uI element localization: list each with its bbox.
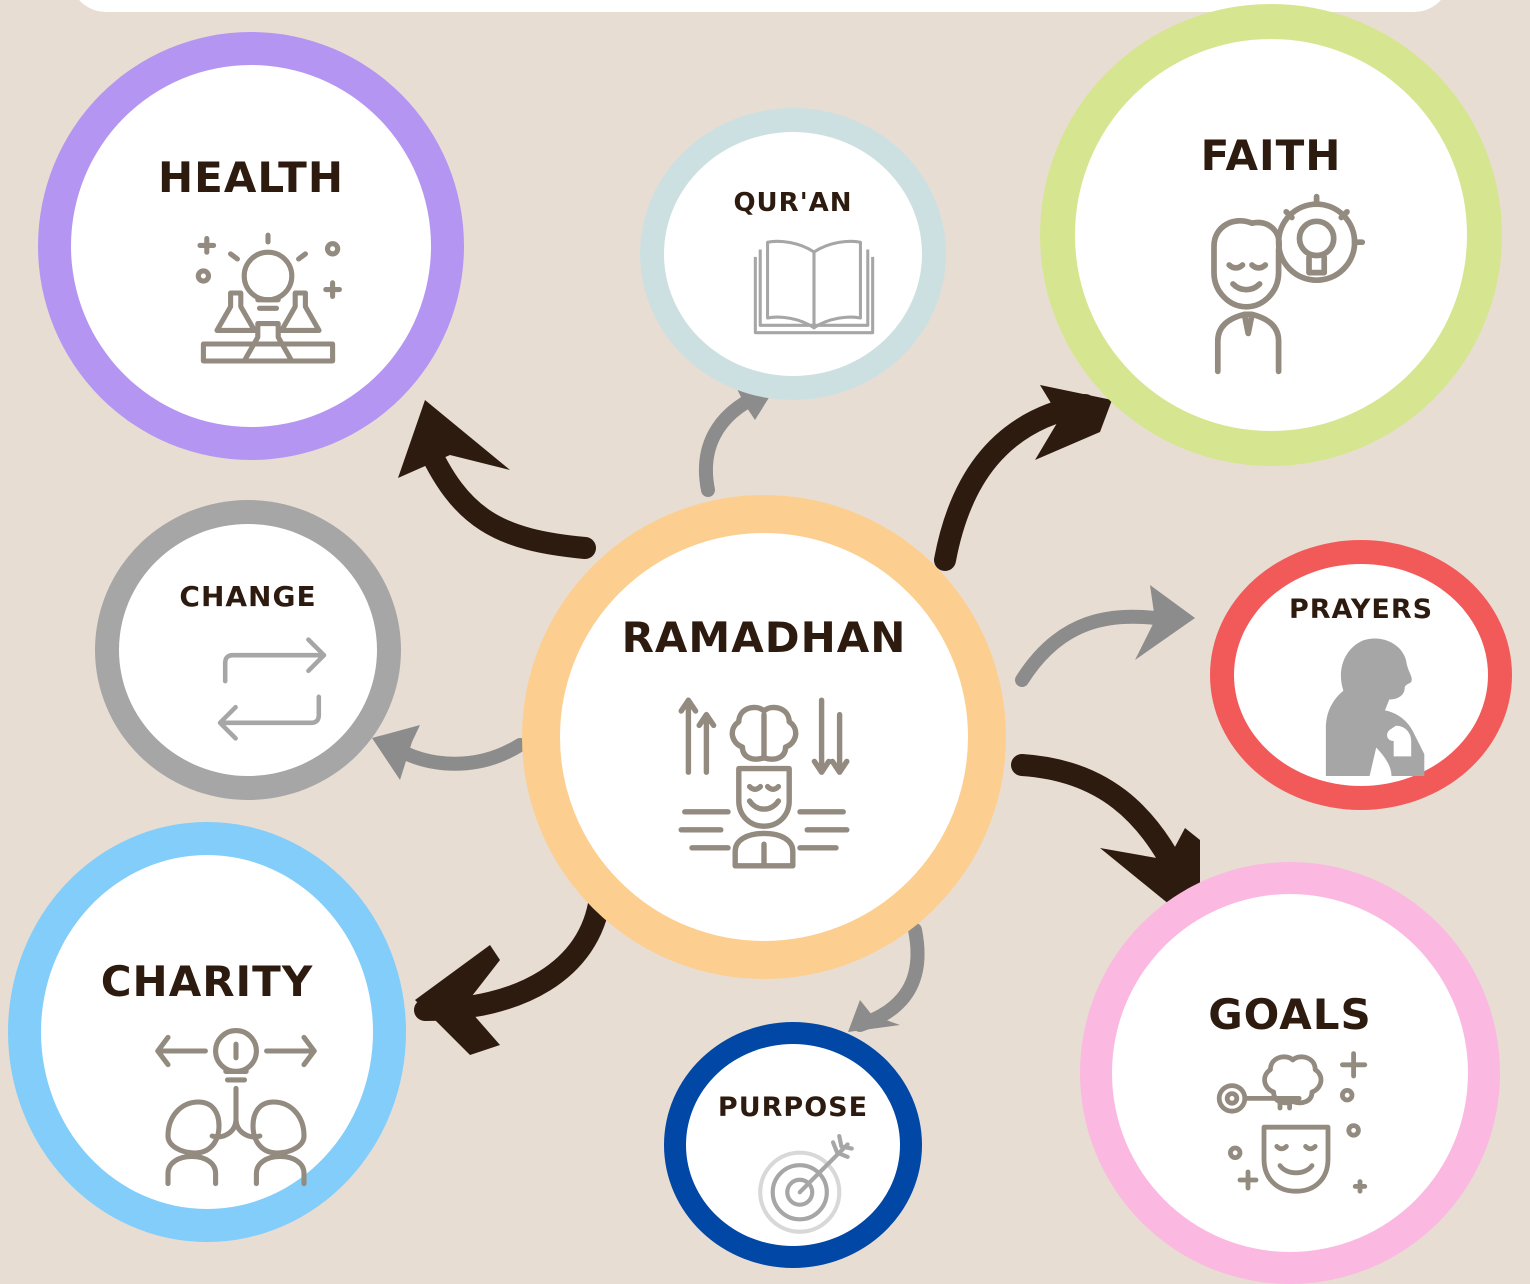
- node-goals-label: GOALS: [1208, 990, 1372, 1039]
- node-quran-label: QUR'AN: [733, 188, 853, 218]
- praying-person-icon: [1319, 636, 1429, 776]
- shared-idea-people-icon: [151, 1017, 321, 1187]
- node-change: CHANGE: [95, 500, 401, 800]
- arrowhead-faith: [1035, 385, 1112, 460]
- arrow-to-health: [414, 429, 596, 559]
- node-purpose-label: PURPOSE: [717, 1092, 869, 1123]
- open-book-icon: [752, 230, 876, 340]
- arrowhead-health: [398, 400, 510, 478]
- arrowhead-change: [372, 725, 420, 780]
- arrowhead-charity: [415, 945, 500, 1055]
- person-idea-gear-icon: [1195, 189, 1385, 379]
- node-health-label: HEALTH: [158, 153, 344, 202]
- node-faith: FAITH: [1040, 4, 1502, 466]
- top-card: [70, 0, 1450, 12]
- arrowhead-goals: [1100, 828, 1200, 908]
- swap-arrows-icon: [207, 624, 337, 754]
- arrow-to-prayers: [1015, 609, 1177, 687]
- node-charity: CHARITY: [8, 822, 406, 1242]
- node-purpose: PURPOSE: [664, 1022, 922, 1268]
- node-faith-label: FAITH: [1200, 131, 1342, 180]
- node-ramadhan-label: RAMADHAN: [621, 613, 907, 662]
- lab-flasks-icon: [183, 225, 353, 395]
- node-health: HEALTH: [38, 32, 464, 460]
- node-ramadhan: RAMADHAN: [522, 495, 1006, 979]
- node-change-label: CHANGE: [179, 580, 317, 613]
- arrow-to-faith: [934, 394, 1096, 571]
- node-prayers-label: PRAYERS: [1288, 594, 1434, 625]
- meditating-mind-icon: [674, 693, 854, 873]
- target-arrow-icon: [754, 1134, 858, 1238]
- node-prayers: PRAYERS: [1210, 540, 1512, 810]
- arrowhead-prayers: [1135, 585, 1195, 660]
- node-quran: QUR'AN: [640, 108, 946, 400]
- arrowhead-purpose: [848, 1000, 900, 1032]
- node-goals: GOALS: [1080, 862, 1500, 1284]
- node-charity-label: CHARITY: [100, 957, 314, 1006]
- mind-key-icon: [1216, 1044, 1376, 1204]
